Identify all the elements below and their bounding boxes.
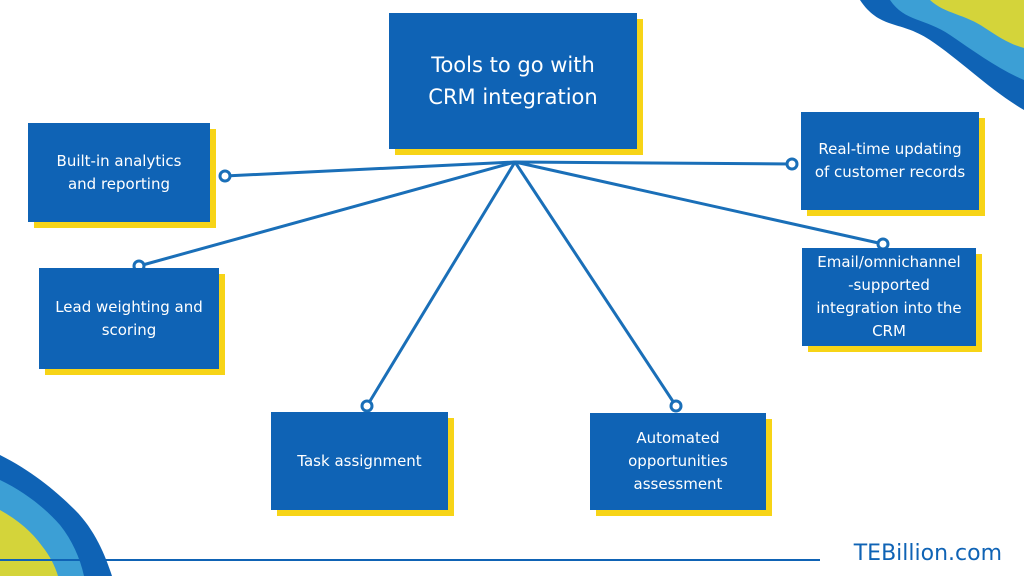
- node-label: Lead weighting and scoring: [55, 297, 203, 339]
- connector-lead: [138, 160, 516, 268]
- endpoint-realtime: [785, 157, 799, 171]
- node-realtime-updating: Real-time updating of customer records: [801, 112, 979, 210]
- brand-name: TEBillion.com: [853, 541, 1002, 566]
- node-task-assignment: Task assignment: [271, 412, 448, 510]
- node-analytics: Built-in analytics and reporting: [28, 123, 210, 222]
- node-email-omnichannel: Email/omnichannel -supported integration…: [802, 248, 976, 346]
- node-label: Task assignment: [297, 451, 422, 470]
- node-label: Email/omnichannel -supported integration…: [816, 253, 962, 340]
- footer-divider: [0, 559, 820, 561]
- connector-analytics: [224, 160, 516, 178]
- node-label: Built-in analytics and reporting: [56, 151, 182, 193]
- connector-email: [514, 160, 884, 246]
- central-title: Tools to go with CRM integration: [428, 53, 598, 109]
- connector-realtime: [514, 160, 793, 166]
- endpoint-opportunities: [669, 399, 683, 413]
- node-lead-scoring: Lead weighting and scoring: [39, 268, 219, 369]
- node-opportunities: Automated opportunities assessment: [590, 413, 766, 510]
- node-label: Real-time updating of customer records: [814, 140, 966, 181]
- connector-opportunities: [513, 161, 678, 407]
- central-title-box: Tools to go with CRM integration: [389, 13, 637, 149]
- connector-task: [365, 161, 517, 407]
- node-label: Automated opportunities assessment: [628, 429, 728, 493]
- endpoint-task: [360, 399, 374, 413]
- endpoint-analytics: [218, 169, 232, 183]
